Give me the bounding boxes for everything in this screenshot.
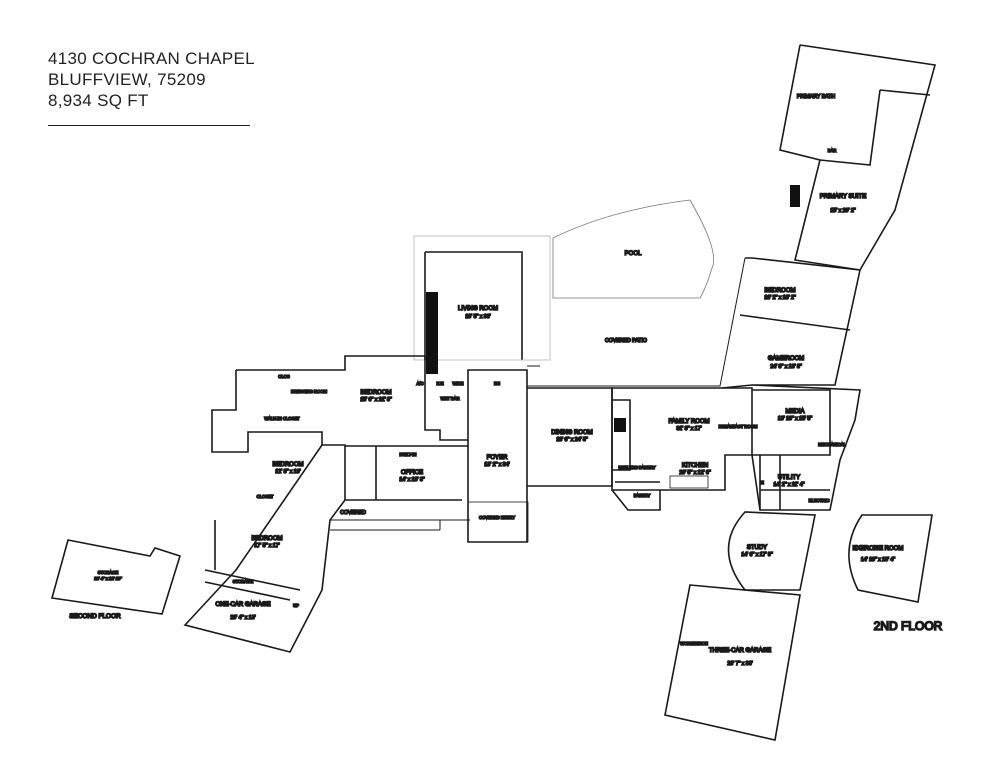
primary-fireplace <box>790 185 800 207</box>
media-label: MEDIA <box>785 409 804 415</box>
address-line: 4130 COCHRAN CHAPEL <box>48 49 255 68</box>
office-label: OFFICE <box>401 470 423 476</box>
built-in-label: BUILT-IN <box>400 452 417 457</box>
mechanical-label: MECHANICAL <box>818 442 846 447</box>
storage-small-label: STORAGE <box>233 579 254 584</box>
breakfast-room-label: BREAKFAST ROOM <box>719 424 758 429</box>
one-car-garage-label: ONE-CAR GARAGE <box>215 602 270 608</box>
bedroom-2-label: BEDROOM <box>272 462 303 468</box>
kitchen-label: KITCHEN <box>682 463 708 469</box>
exercise-room-walls <box>848 514 933 603</box>
covered-patio-label: COVERED PATIO <box>605 338 647 344</box>
walk-in-closet-label: WALK-IN CLOSET <box>264 416 300 421</box>
study-walls <box>727 511 816 591</box>
wine-label: WINE <box>453 381 464 386</box>
pantry-label: PANTRY <box>634 493 651 498</box>
bedroom-1-label: BEDROOM <box>360 390 391 396</box>
covered-entry-box <box>467 501 529 543</box>
covered-walkway <box>330 519 470 531</box>
storage-left-walls <box>50 539 181 615</box>
header-rule <box>48 125 250 126</box>
living-room-terrace <box>413 235 551 361</box>
dn-label: DN <box>494 381 500 386</box>
west-wing-walls <box>211 355 468 500</box>
up-label: UP <box>293 603 299 608</box>
one-car-garage-dim: 20' 4" x 13' <box>230 615 255 621</box>
second-floor-right-label: 2ND FLOOR <box>874 619 943 633</box>
utility-walls <box>759 455 830 510</box>
office-walls <box>345 445 468 501</box>
ac-label: A/C <box>417 381 424 386</box>
living-room-label: LIVING ROOM <box>458 306 498 312</box>
second-floor-left-label: SECOND FLOOR <box>69 613 121 620</box>
office-dim: 14' x 13' 8" <box>399 477 424 483</box>
bar-label: BAR <box>828 148 837 153</box>
bedroom-2-dim: 12' 8" x 19' <box>275 469 300 475</box>
living-room-dim: 19' 5" x 33' <box>465 314 490 320</box>
bedroom-1-dim: 15' 6" x 21' 8" <box>360 397 391 403</box>
electric-label: ELECTRIC <box>809 498 830 503</box>
dressing-room-label: DRESSING ROOM <box>291 389 328 394</box>
workbench-label: WORKBENCH <box>680 641 708 646</box>
east-wing-walls <box>721 257 861 511</box>
media-walls <box>752 389 831 456</box>
listing-header: 4130 COCHRAN CHAPEL BLUFFVIEW, 75209 8,9… <box>48 48 255 126</box>
bedroom-4-label: BEDROOM <box>764 288 795 294</box>
media-dim: 13' 10" x 15' 5" <box>778 416 812 422</box>
study-dim: 14' 6" x 17' 9" <box>741 552 772 558</box>
dining-room-label: DINING ROOM <box>551 430 592 436</box>
primary-suite-dim: 15' x 20' 2" <box>830 208 855 214</box>
garage1-walls <box>204 520 301 601</box>
primary-suite-walls <box>779 44 937 271</box>
dining-room-dim: 18' 6" x 24' 5" <box>556 437 587 443</box>
utility-dim: 14' 2" x 11' 4" <box>774 482 805 488</box>
covered-label: COVERED <box>340 510 366 516</box>
living-room-walls <box>424 251 523 360</box>
bedroom-4-dim: 16' 2" x 18' 2" <box>764 295 795 301</box>
area-line: BLUFFVIEW, 75209 <box>48 70 206 89</box>
study-label: STUDY <box>747 545 767 551</box>
three-car-garage-label: THREE-CAR GARAGE <box>709 648 771 654</box>
gameroom-dim: 24' 8" x 13' 8" <box>770 364 801 370</box>
gameroom-label: GAMEROOM <box>768 356 804 362</box>
storage-left-dim: 20' 4" x 12' 10" <box>94 576 122 581</box>
patio-walls <box>527 257 746 387</box>
ice-label: ICE <box>437 381 444 386</box>
storage-left-label: STORAGE <box>98 570 119 575</box>
foyer-dim: 13' 2" x 34' <box>484 462 509 468</box>
utility-label: UTILITY <box>778 475 800 481</box>
fireplace <box>426 292 438 374</box>
kitchen-island <box>669 475 709 489</box>
family-room-label: FAMILY ROOM <box>668 419 709 425</box>
exercise-room-dim: 14' 10" x 19' 4" <box>861 557 895 563</box>
butlers-pantry-label: BUTLERS PANTRY <box>618 465 655 470</box>
primary-bath-label: PRIMARY BATH <box>797 94 836 100</box>
exercise-room-label: EXERCISE ROOM <box>853 546 904 552</box>
bi-label: BI <box>760 480 764 485</box>
bedroom-3-dim: 17' 5" x 17' <box>254 543 279 549</box>
clos-label: CLOS <box>278 374 290 379</box>
closet-label: CLOSET <box>257 494 274 499</box>
garage3-walls <box>664 584 801 741</box>
kitchen-dim: 20' 5" x 12' 6" <box>679 470 710 476</box>
three-car-garage-dim: 23' 7" x 33' <box>727 661 752 667</box>
wet-bar-label: WET BAR <box>440 396 459 401</box>
foyer-label: FOYER <box>487 455 508 461</box>
pool-label: POOL <box>625 251 642 257</box>
covered-entry-label: COVERED ENTRY <box>479 515 515 520</box>
sqft-line: 8,934 SQ FT <box>48 91 149 110</box>
pool-outline <box>552 199 715 299</box>
family-fireplace <box>614 418 626 432</box>
bedroom-3-label: BEDROOM <box>251 536 282 542</box>
family-room-dim: 31' 3" x 17' <box>676 426 701 432</box>
pantry-walls <box>611 481 661 511</box>
primary-suite-label: PRIMARY SUITE <box>820 194 866 200</box>
